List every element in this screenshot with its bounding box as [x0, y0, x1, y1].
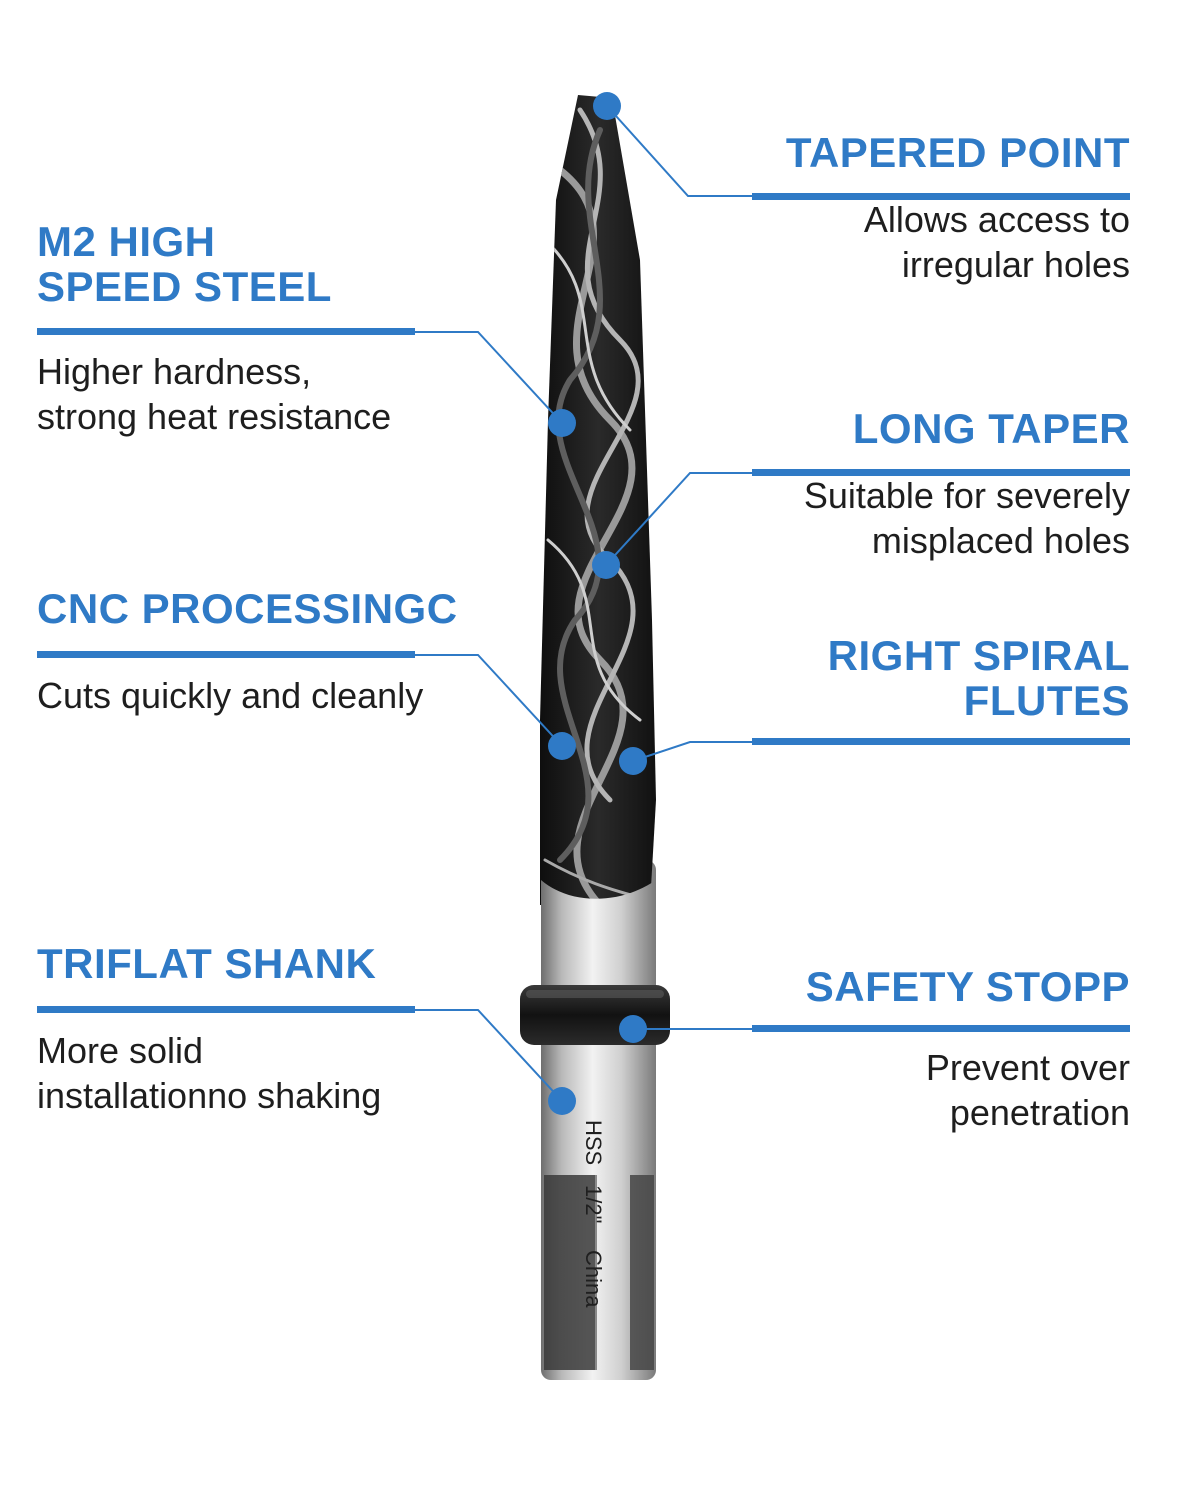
callout-triflat: TRIFLAT SHANK More solid installationno … [37, 941, 517, 1118]
leader-tapered-point [606, 105, 752, 197]
dot-long-taper [592, 551, 620, 579]
safety-stop-ring [520, 985, 670, 1045]
dot-safety-stop [619, 1015, 647, 1043]
underline-triflat [37, 1006, 415, 1013]
callout-description: More solid installationno shaking [37, 1030, 382, 1116]
leader-m2-steel [415, 331, 563, 424]
leader-long-taper [605, 472, 752, 566]
callout-title: LONG TAPER [852, 405, 1130, 452]
engraving-material: HSS [581, 1120, 606, 1165]
underline-right-spiral [752, 738, 1130, 745]
underline-safety-stop [752, 1025, 1130, 1032]
underline-tapered-point [752, 193, 1130, 200]
callout-title: M2 HIGH SPEED STEEL [37, 218, 332, 310]
callout-title: TRIFLAT SHANK [37, 940, 377, 987]
dot-tapered-point [593, 92, 621, 120]
underline-long-taper [752, 469, 1130, 476]
engraving-size: 1/2" [581, 1185, 606, 1223]
underline-bars [37, 193, 1130, 1032]
engraving-origin: China [581, 1250, 606, 1308]
leader-right-spiral [632, 741, 752, 762]
dot-cnc [548, 732, 576, 760]
leader-triflat [415, 1009, 563, 1102]
underline-cnc [37, 651, 415, 658]
leader-cnc [415, 654, 563, 747]
callout-m2-steel: M2 HIGH SPEED STEEL Higher hardness, str… [37, 219, 517, 439]
shank-engraving: HSS 1/2" China [581, 1120, 606, 1308]
callout-safety-stop: SAFETY STOPP Prevent over penetration [700, 964, 1130, 1135]
callout-title: SAFETY STOPP [805, 963, 1130, 1010]
callout-description: Prevent over penetration [925, 1047, 1130, 1133]
callout-cnc: CNC PROCESSINGC Cuts quickly and cleanly [37, 586, 517, 718]
underline-m2-steel [37, 328, 415, 335]
callout-description: Higher hardness, strong heat resistance [37, 351, 392, 437]
callout-title: TAPERED POINT [785, 129, 1130, 176]
drill-flutes [540, 95, 656, 990]
callout-description: Cuts quickly and cleanly [37, 675, 424, 716]
callout-long-taper: LONG TAPER Suitable for severely misplac… [700, 406, 1130, 563]
callout-title: CNC PROCESSINGC [37, 585, 458, 632]
dot-right-spiral [619, 747, 647, 775]
callout-right-spiral: RIGHT SPIRAL FLUTES [700, 633, 1130, 723]
callout-tapered-point: TAPERED POINT Allows access to irregular… [700, 130, 1130, 287]
callout-dots [548, 92, 647, 1115]
callout-description: Suitable for severely misplaced holes [803, 475, 1130, 561]
dot-m2-steel [548, 409, 576, 437]
callout-description: Allows access to irregular holes [863, 199, 1130, 285]
leader-lines [415, 105, 752, 1102]
dot-triflat [548, 1087, 576, 1115]
callout-title: RIGHT SPIRAL FLUTES [827, 632, 1130, 724]
